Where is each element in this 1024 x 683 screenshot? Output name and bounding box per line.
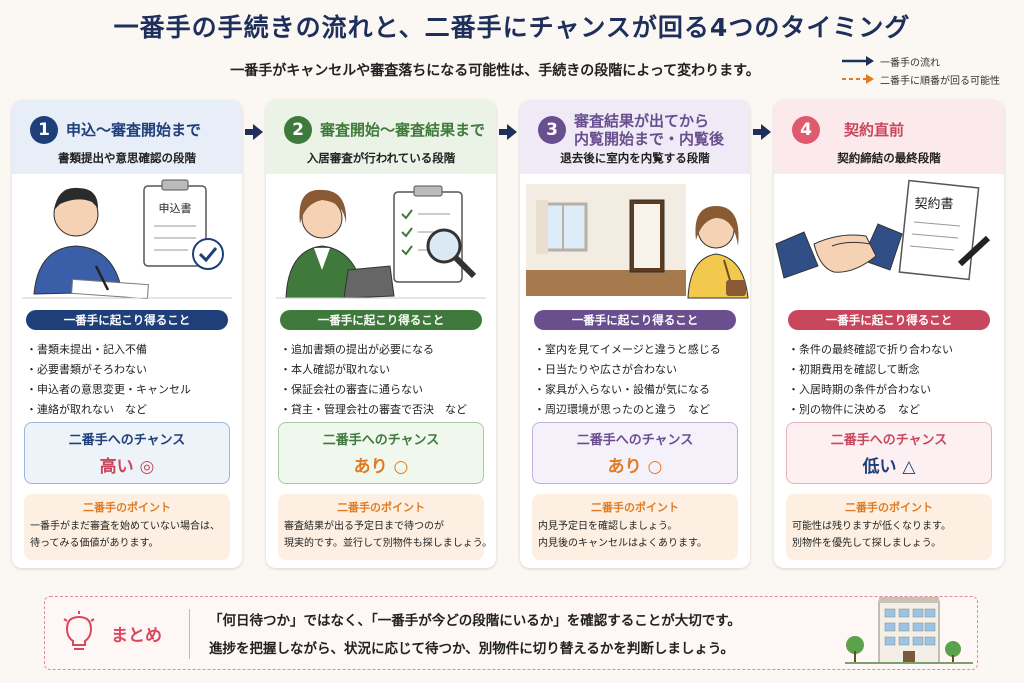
applicant-writing-illustration: 申込書 — [22, 179, 232, 300]
event-item: ・追加書類の提出が必要になる — [280, 343, 434, 356]
application-form-text: 申込書 — [159, 201, 192, 215]
point-text-line: 内見予定日を確認しましょう。 — [538, 521, 678, 532]
event-item: ・連絡が取れない など — [26, 403, 147, 416]
chance-box: 二番手へのチャンス 高い ◎ — [24, 422, 230, 484]
chance-value: 低い △ — [862, 457, 916, 477]
events-pill: 一番手に起こり得ること — [26, 310, 228, 330]
card-header: 2 審査開始～審査結果まで 入居審査が行われている段階 — [266, 100, 496, 174]
card-title: 申込～審査開始まで — [66, 121, 202, 139]
chance-value: 高い ◎ — [99, 457, 155, 477]
dashed-arrow-icon — [842, 74, 874, 84]
chance-box: 二番手へのチャンス あり ○ — [278, 422, 484, 484]
point-box: 二番手のポイント 審査結果が出る予定日まで待つのが 現実的です。並行して別物件も… — [278, 494, 493, 560]
point-text-line: 審査結果が出る予定日まで待つのが — [284, 521, 444, 532]
summary-line-2: 進捗を把握しながら、状況に応じて待つか、別物件に切り替えるかを判断しましょう。 — [209, 641, 735, 657]
card-header: 3 審査結果が出てから 内覧開始まで・内覧後 退去後に室内を内覧する段階 — [520, 100, 750, 174]
step-number: 4 — [792, 116, 820, 144]
flow-arrow-icon — [499, 124, 517, 140]
legend-first-flow: 一番手の流れ — [842, 52, 1022, 70]
point-text-line: 内見後のキャンセルはよくあります。 — [538, 538, 707, 549]
point-text-line: 別物件を優先して探しましょう。 — [792, 538, 942, 549]
stage-card-2: 2 審査開始～審査結果まで 入居審査が行われている段階 一番手に起こり得ること … — [266, 100, 496, 568]
point-label: 二番手のポイント — [591, 501, 679, 514]
events-list: ・追加書類の提出が必要になる ・本人確認が取れない ・保証会社の審査に通らない … — [280, 340, 490, 420]
contract-text: 契約書 — [914, 197, 953, 212]
card-header: 4 契約直前 契約締結の最終段階 — [774, 100, 1004, 174]
legend-first-flow-label: 一番手の流れ — [880, 57, 940, 69]
summary-label: まとめ — [111, 626, 162, 646]
event-item: ・別の物件に決める など — [788, 403, 920, 416]
summary-box: まとめ 「何日待つか」ではなく、「一番手が今どの段階にいるか」を確認することが大… — [44, 596, 978, 670]
point-label: 二番手のポイント — [337, 501, 425, 514]
event-item: ・周辺環境が思ったのと違う など — [534, 403, 710, 416]
point-text-line: 可能性は残りますが低くなります。 — [792, 521, 951, 532]
room-viewing-illustration — [526, 184, 749, 299]
stage-card-4: 4 契約直前 契約締結の最終段階 契約書 一番手に起こり得ること ・条件の最終確… — [774, 100, 1004, 568]
events-list: ・書類未提出・記入不備 ・必要書類がそろわない ・申込者の意思変更・キャンセル … — [26, 340, 236, 420]
legend-second-turn-label: 二番手に順番が回る可能性 — [880, 75, 1000, 87]
point-text-line: 待ってみる価値があります。 — [30, 538, 159, 549]
chance-label: 二番手へのチャンス — [576, 433, 694, 448]
card-subtitle: 退去後に室内を内覧する段階 — [560, 151, 710, 165]
chance-box: 二番手へのチャンス あり ○ — [532, 422, 738, 484]
point-text-line: 一番手がまだ審査を始めていない場合は、 — [30, 521, 220, 532]
point-box: 二番手のポイント 内見予定日を確認しましょう。 内見後のキャンセルはよくあります… — [532, 494, 738, 560]
summary-line-1: 「何日待つか」ではなく、「一番手が今どの段階にいるか」を確認することが大切です。 — [209, 613, 741, 629]
event-item: ・入居時期の条件が合わない — [788, 383, 931, 396]
events-pill: 一番手に起こり得ること — [788, 310, 990, 330]
point-label: 二番手のポイント — [845, 501, 933, 514]
events-list: ・条件の最終確認で折り合わない ・初期費用を確認して断念 ・入居時期の条件が合わ… — [788, 340, 998, 420]
step-number: 2 — [284, 116, 312, 144]
handshake-contract-illustration: 契約書 — [775, 179, 991, 281]
chance-value: あり ○ — [607, 457, 663, 477]
events-pill: 一番手に起こり得ること — [280, 310, 482, 330]
flow-arrow-icon — [753, 124, 771, 140]
page-title: 一番手の手続きの流れと、二番手にチャンスが回る4つのタイミング — [113, 13, 911, 42]
chance-label: 二番手へのチャンス — [830, 433, 948, 448]
lightbulb-icon — [63, 611, 95, 650]
events-list: ・室内を見てイメージと違うと感じる ・日当たりや広さが合わない ・家具が入らない… — [534, 340, 744, 420]
card-title: 契約直前 — [844, 121, 905, 139]
summary-divider — [189, 609, 190, 659]
point-text-line: 現実的です。並行して別物件も探しましょう。 — [284, 538, 493, 549]
card-header: 1 申込～審査開始まで 書類提出や意思確認の段階 — [12, 100, 242, 174]
stage-card-3: 3 審査結果が出てから 内覧開始まで・内覧後 退去後に室内を内覧する段階 一番手… — [520, 100, 750, 568]
legend-second-turn: 二番手に順番が回る可能性 — [842, 70, 1022, 88]
step-number: 3 — [538, 116, 566, 144]
page-subtitle: 一番手がキャンセルや審査落ちになる可能性は、手続きの段階によって変わります。 — [230, 63, 760, 79]
card-title: 審査開始～審査結果まで — [320, 121, 486, 139]
point-box: 二番手のポイント 可能性は残りますが低くなります。 別物件を優先して探しましょう… — [786, 494, 992, 560]
solid-arrow-icon — [842, 56, 874, 66]
event-item: ・家具が入らない・設備が気になる — [534, 383, 710, 396]
event-item: ・日当たりや広さが合わない — [534, 363, 677, 376]
event-item: ・初期費用を確認して断念 — [788, 363, 920, 376]
card-subtitle: 入居審査が行われている段階 — [306, 151, 456, 165]
card-subtitle: 書類提出や意思確認の段階 — [58, 151, 196, 165]
apartment-building-illustration — [845, 597, 973, 664]
card-title: 審査結果が出てから 内覧開始まで・内覧後 — [574, 112, 725, 148]
event-item: ・書類未提出・記入不備 — [26, 343, 147, 356]
event-item: ・必要書類がそろわない — [26, 363, 147, 376]
point-label: 二番手のポイント — [83, 501, 171, 514]
event-item: ・室内を見てイメージと違うと感じる — [534, 343, 721, 356]
chance-label: 二番手へのチャンス — [68, 433, 186, 448]
legend: 一番手の流れ 二番手に順番が回る可能性 — [842, 52, 1022, 88]
chance-box: 二番手へのチャンス 低い △ — [786, 422, 992, 484]
stage-card-1: 1 申込～審査開始まで 書類提出や意思確認の段階 申込書 一番手に起こり得ること… — [12, 100, 242, 568]
chance-value: あり ○ — [353, 457, 409, 477]
flow-arrow-icon — [245, 124, 263, 140]
event-item: ・申込者の意思変更・キャンセル — [26, 383, 191, 396]
step-number: 1 — [30, 116, 58, 144]
chance-label: 二番手へのチャンス — [322, 433, 440, 448]
event-item: ・本人確認が取れない — [280, 363, 390, 376]
event-item: ・条件の最終確認で折り合わない — [788, 343, 953, 356]
screening-review-illustration — [276, 185, 486, 299]
point-box: 二番手のポイント 一番手がまだ審査を始めていない場合は、 待ってみる価値がありま… — [24, 494, 230, 560]
card-subtitle: 契約締結の最終段階 — [837, 151, 941, 165]
events-pill: 一番手に起こり得ること — [534, 310, 736, 330]
event-item: ・貸主・管理会社の審査で否決 など — [280, 403, 467, 416]
event-item: ・保証会社の審査に通らない — [280, 383, 423, 396]
